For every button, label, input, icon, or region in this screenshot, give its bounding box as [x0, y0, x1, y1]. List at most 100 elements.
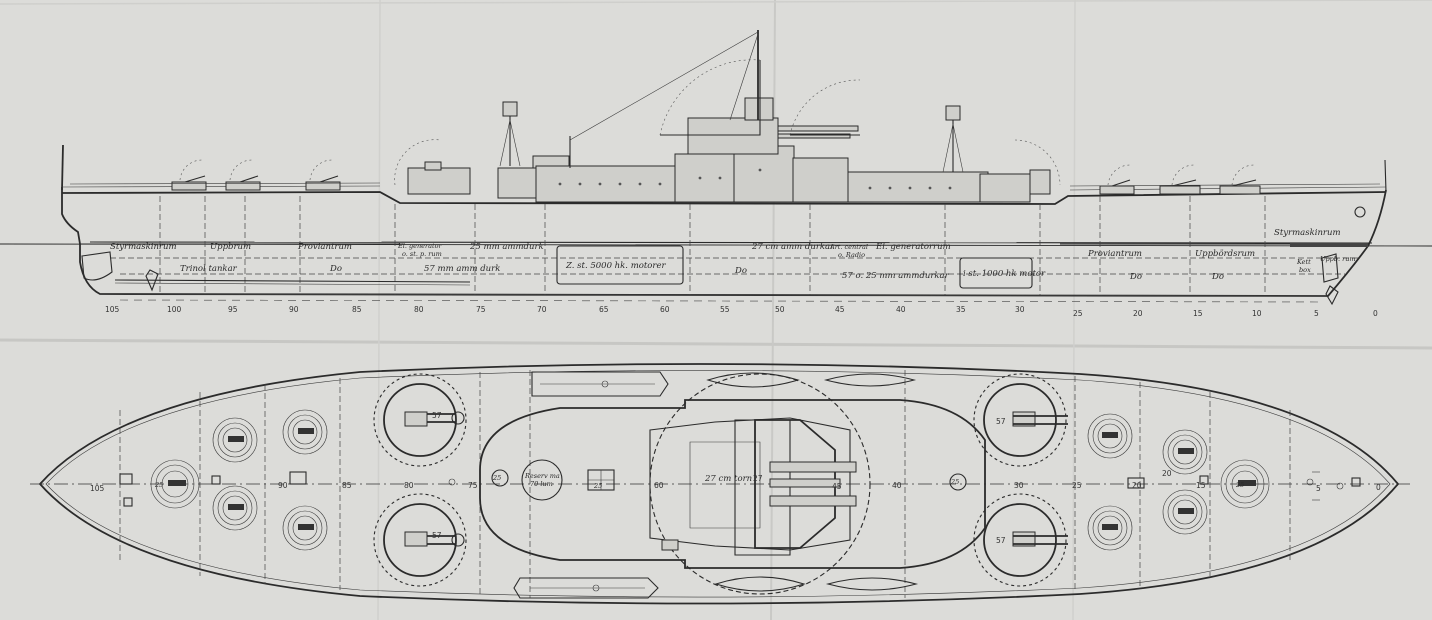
ref-25-b: 25 — [950, 478, 959, 486]
label-do-2: Do — [734, 266, 747, 276]
frame-number: 35 — [956, 305, 966, 314]
label-kett-1: Kett — [1296, 258, 1311, 266]
motor-room-5000 — [556, 245, 684, 285]
stern-propeller — [145, 269, 159, 292]
plan-frame-90: 90 — [278, 481, 288, 490]
plan-frame-45: 45 — [832, 482, 842, 491]
label-ammdurkar-57-25: 57 o. 25 mm ammdurkar — [842, 271, 950, 281]
bottom-frames — [99, 293, 1329, 303]
boats — [513, 371, 919, 599]
gun-57-aft-port-label: 57 — [996, 417, 1006, 426]
frame-number: 55 — [720, 305, 730, 314]
plan-frame-15: 15 — [1196, 481, 1206, 490]
plan-frame-25: 25 — [1072, 481, 1082, 490]
ref-25-a: 25 — [492, 474, 501, 482]
plan-frame-0: 0 — [1376, 483, 1381, 492]
plan-frame-75: 75 — [468, 481, 478, 490]
gun-57-aft-stbd-label: 57 — [996, 536, 1006, 545]
frame-number: 80 — [414, 305, 424, 314]
plan-frame-30: 30 — [1014, 481, 1024, 490]
plan-frame-20: 20 — [1132, 481, 1142, 490]
plan-frame-40: 40 — [892, 481, 902, 490]
frame-number: 10 — [1252, 309, 1262, 318]
gun-57-fwd-port-label: 57 — [432, 411, 442, 420]
side-profile: Styrmaskinrum Uppbrum Proviantrum El. ge… — [0, 30, 1432, 318]
label-el-generatorrum: El. generatorrum — [875, 242, 951, 252]
bow-propeller — [1325, 285, 1339, 306]
label-motor-5000: Z. st. 5000 hk. motorer — [565, 261, 667, 271]
label-motor-1000: i st. 1000 hk motor — [963, 269, 1046, 279]
firing-arcs — [179, 59, 1255, 186]
frame-number: 100 — [167, 305, 182, 314]
label-do-1: Do — [329, 264, 342, 274]
frame-number: 25 — [1073, 309, 1083, 318]
label-trinol-tankar: Trinol tankar — [180, 264, 238, 274]
plan-frame-5: 5 — [1316, 484, 1321, 493]
plan-ref-20: 20 — [1162, 469, 1172, 478]
stern-rudder — [81, 251, 113, 281]
label-el-generator-1: El. generator — [397, 242, 443, 250]
label-kett-2: box — [1299, 266, 1311, 274]
main-deck-line — [61, 191, 1387, 205]
frame-number: 60 — [660, 305, 670, 314]
plan-frame-80: 80 — [404, 481, 414, 490]
frame-number: 45 — [835, 305, 845, 314]
bow-rudder — [1321, 253, 1339, 283]
plan-frame-labels: 105 25 90 85 80 75 25 60 40 30 25 20 15 … — [90, 469, 1381, 493]
main-turret: 27 cm torn 27 45 — [649, 373, 871, 595]
ref-25-d: 25 — [593, 482, 602, 490]
ref-25-c: 25 — [154, 481, 163, 489]
plan-frame-85: 85 — [342, 481, 352, 490]
hull-outline — [61, 187, 1387, 297]
motor-room-1000 — [959, 257, 1033, 289]
reservrum-2: 70 lum — [530, 480, 553, 488]
ref-25-e: 25 — [1235, 481, 1244, 489]
label-el-generator-2: o. st. p. rum — [402, 250, 442, 258]
label-uppbrum-aft: Uppbrum — [210, 242, 251, 252]
deck-plan: 27 cm torn 27 45 57 57 57 — [30, 363, 1410, 605]
label-ammdurk-57: 57 mm amm durk — [424, 264, 500, 274]
frame-number: 90 — [289, 305, 299, 314]
frame-number: 20 — [1133, 309, 1143, 318]
gun-25-mounts — [150, 409, 1270, 551]
frame-number: 50 — [775, 305, 785, 314]
propeller-shaft — [114, 279, 471, 283]
label-styrmaskinrum-fwd: Styrmaskinrum — [1274, 228, 1341, 238]
frame-number: 40 — [896, 305, 906, 314]
label-uppbrum-fwd: Uppb. rum — [1320, 255, 1356, 263]
frame-number: 5 — [1314, 309, 1319, 318]
reservrum-1: Reserv ma — [524, 472, 560, 480]
profile-deck-guns — [171, 175, 1366, 218]
frame-number: 105 — [105, 305, 120, 314]
frame-numbers: 105 100 95 90 85 80 75 70 65 60 55 50 45… — [105, 305, 1378, 318]
profile-labels: Styrmaskinrum Uppbrum Proviantrum El. ge… — [110, 228, 1356, 282]
turret-label: 27 cm torn — [704, 474, 752, 484]
turret-num: 27 — [753, 474, 763, 483]
frame-number: 85 — [352, 305, 362, 314]
gun-57-turrets: 57 57 57 57 — [373, 373, 1068, 587]
frame-number: 30 — [1015, 305, 1025, 314]
label-uppbordsrum: Uppbördsrum — [1195, 249, 1255, 259]
plan-frame-105: 105 — [90, 484, 105, 493]
label-proviantrum-fwd: Proviantrum — [1087, 249, 1142, 259]
label-art-central-1: Art. central — [829, 243, 868, 251]
plan-frame-60: 60 — [654, 481, 664, 490]
bulkheads — [159, 196, 1266, 295]
frame-number: 0 — [1373, 309, 1378, 318]
superstructure — [407, 30, 1051, 203]
label-ammdurk-25: 25 mm ammdurk — [469, 242, 544, 252]
label-proviantrum-aft: Proviantrum — [297, 242, 352, 252]
label-do-3: Do — [1129, 272, 1142, 282]
frame-number: 75 — [476, 305, 486, 314]
deck-fittings: 25 Reserv ma 70 lum 25 — [119, 459, 1361, 551]
label-styrmaskinrum-aft: Styrmaskinrum — [110, 242, 177, 252]
frame-number: 15 — [1193, 309, 1203, 318]
frame-number: 95 — [228, 305, 238, 314]
gun-57-fwd-stbd-label: 57 — [432, 531, 442, 540]
label-ammdurk-27: 27 cm amm durkar — [751, 242, 835, 252]
frame-number: 70 — [537, 305, 547, 314]
label-art-central-2: o. Radio — [838, 251, 865, 259]
